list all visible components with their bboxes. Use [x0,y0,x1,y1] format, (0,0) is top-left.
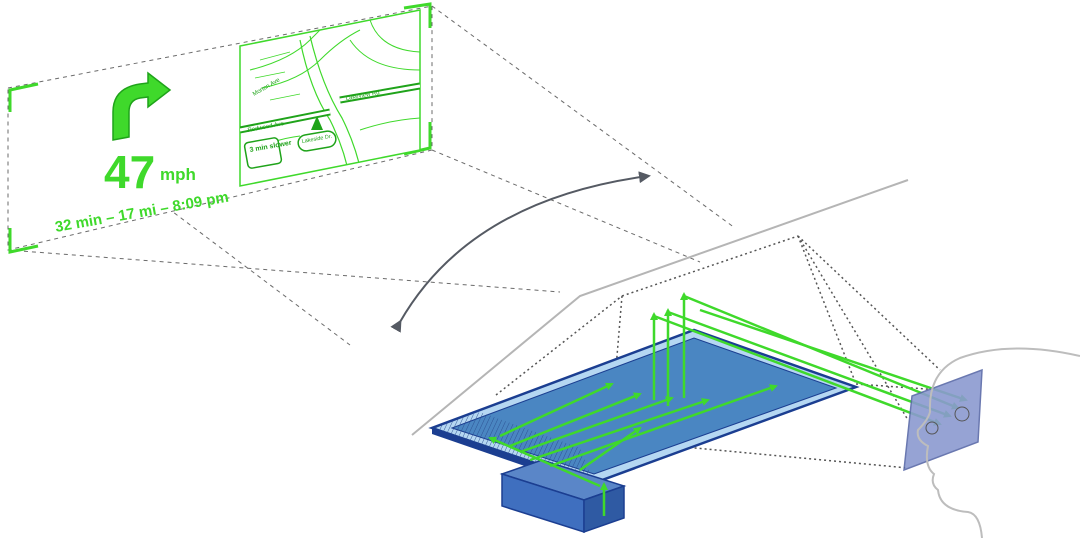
windshield-plane [411,179,909,436]
light-rays [488,292,968,516]
eye-pupil-right [954,406,970,422]
turn-right-arrow-icon [112,71,172,141]
navigation-triangle-icon [311,116,323,130]
position-label-box [297,130,337,152]
projector-unit [499,459,627,534]
waveguide-plate [428,328,860,490]
alt-route-badge [243,137,283,169]
speed-unit: mph [160,165,196,184]
virtual-hud-image: 47 mph 32 min – 17 mi – 8:09 pm Morto [7,2,433,254]
speed-value: 47 [104,146,155,198]
map-roads [240,10,420,181]
map-street-right: Lakeview Rd [345,90,380,102]
eye-pupil-left [925,421,939,435]
map-inset: Morton Ave Redwood Ave Lakeview Rd 3 min… [239,9,421,187]
field-of-view-arc [390,171,651,333]
viewer-head-outline [916,347,1080,538]
eyebox-plate [903,368,983,472]
position-label: Lakeside Dr. [301,134,333,145]
